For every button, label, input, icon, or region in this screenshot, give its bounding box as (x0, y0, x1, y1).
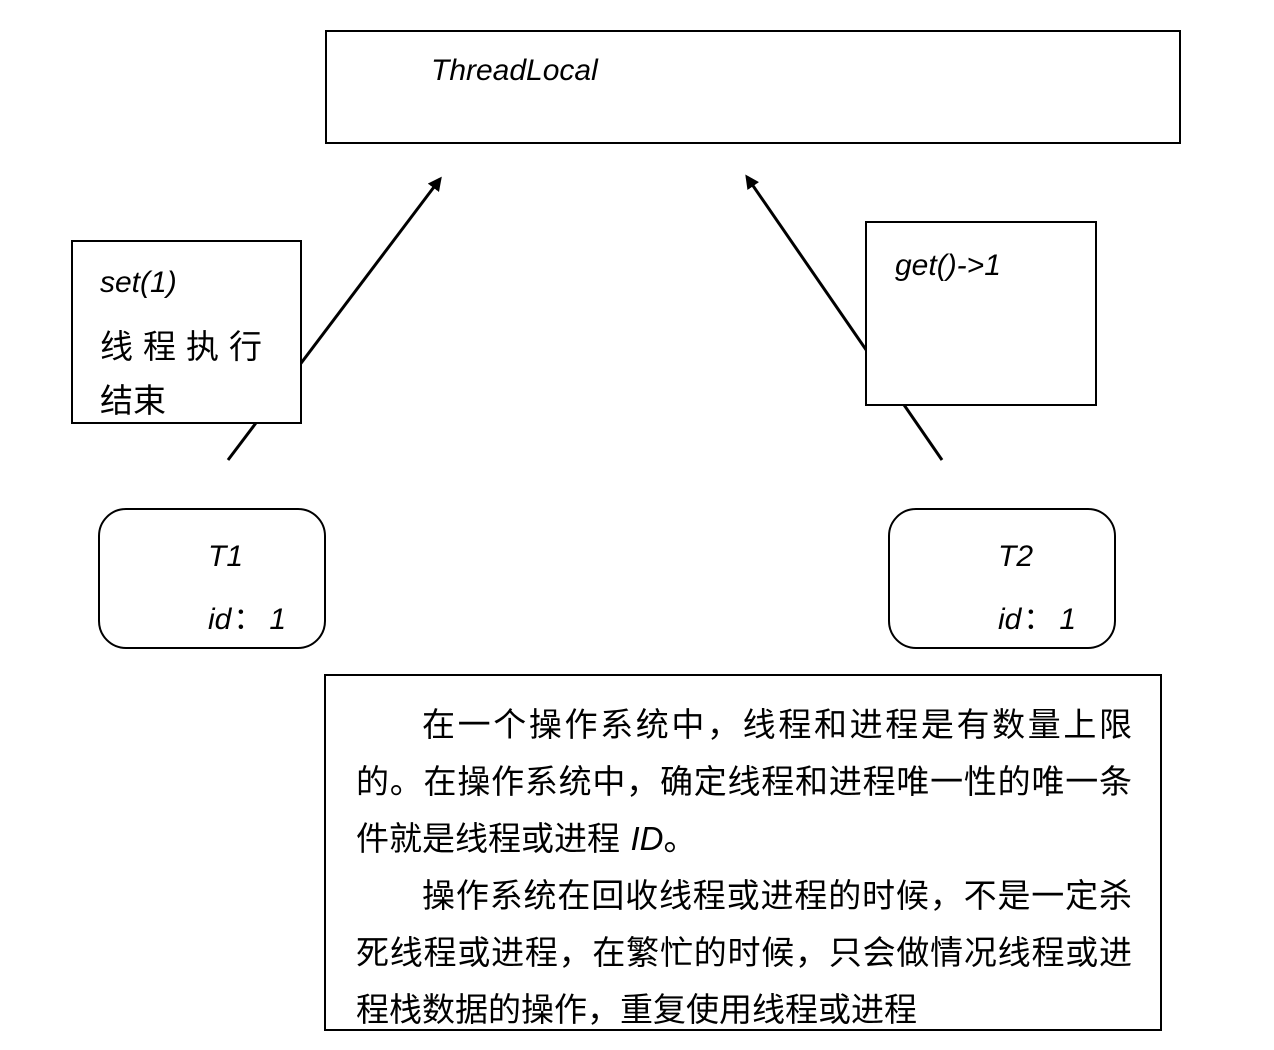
thread-t2-id: id：1 (998, 594, 1076, 638)
thread-t2-id-sep: ： (1023, 603, 1054, 636)
set-note-box: set(1) 线程执行 结束 (71, 240, 302, 424)
explanation-para1-end: 。 (663, 819, 697, 858)
set-call-label: set(1) (100, 266, 177, 299)
thread-t1-id: id：1 (208, 594, 286, 638)
thread-t1-id-key: id (208, 603, 232, 636)
threadlocal-box: ThreadLocal (325, 30, 1181, 144)
thread-t2-box: T2 id：1 (888, 508, 1116, 649)
thread-t2-name: T2 (998, 540, 1034, 573)
thread-t1-id-value: 1 (269, 603, 287, 636)
explanation-id-term: ID (630, 820, 664, 857)
set-note-text-line1: 线程执行 (100, 327, 272, 366)
get-call-label: get()->1 (895, 249, 1001, 282)
thread-t2-id-key: id (998, 603, 1022, 636)
threadlocal-label: ThreadLocal (431, 54, 598, 87)
thread-t1-id-sep: ： (233, 603, 264, 636)
arrow-t2-to-threadlocal (745, 174, 944, 461)
explanation-paragraph-1: 在一个操作系统中，线程和进程是有数量上限的。在操作系统中，确定线程和进程唯一性的… (356, 696, 1132, 867)
explanation-para1-text: 在一个操作系统中，线程和进程是有数量上限的。在操作系统中，确定线程和进程唯一性的… (356, 705, 1132, 858)
set-note-text-line2: 结束 (100, 381, 166, 420)
thread-t1-box: T1 id：1 (98, 508, 326, 649)
get-note-box: get()->1 (865, 221, 1097, 406)
explanation-box: 在一个操作系统中，线程和进程是有数量上限的。在操作系统中，确定线程和进程唯一性的… (324, 674, 1162, 1031)
thread-t2-id-value: 1 (1059, 603, 1077, 636)
thread-t1-name: T1 (208, 540, 244, 573)
explanation-paragraph-2: 操作系统在回收线程或进程的时候，不是一定杀死线程或进程，在繁忙的时候，只会做情况… (356, 876, 1132, 1029)
